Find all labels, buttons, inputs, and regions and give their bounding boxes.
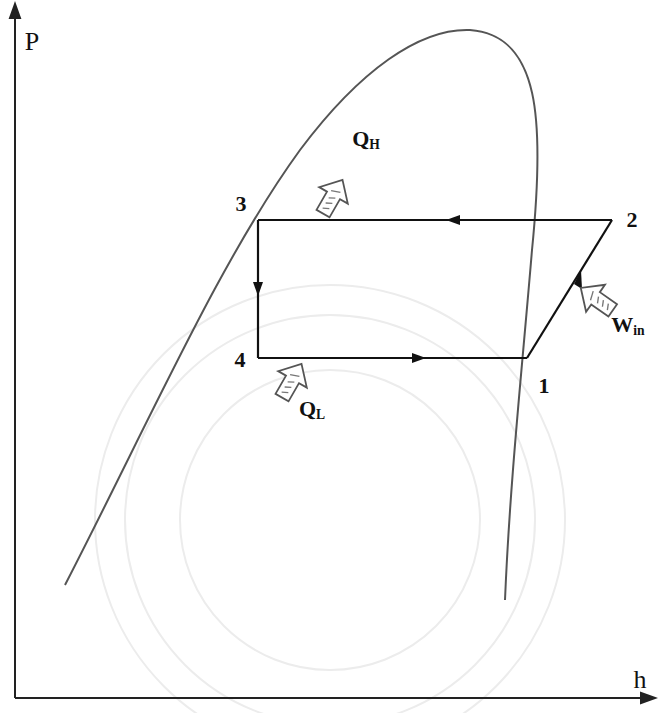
heat-label: QL xyxy=(299,398,325,422)
saturation-dome xyxy=(65,30,538,600)
flow-arrowhead xyxy=(412,353,426,363)
symbol: W xyxy=(611,312,633,337)
flow-arrowhead xyxy=(446,215,460,225)
condenser-line xyxy=(258,219,612,221)
axis-label: h xyxy=(634,667,647,693)
work-label: Win xyxy=(611,314,644,338)
enthalpy-axis xyxy=(15,697,644,699)
heat-out-arrow xyxy=(309,172,357,222)
arrow-hatching xyxy=(321,188,340,212)
state-number: 2 xyxy=(627,209,638,231)
pressure-axis xyxy=(14,14,16,698)
symbol: Q xyxy=(352,126,369,151)
state-number: 3 xyxy=(236,193,247,215)
watermark-ring xyxy=(125,315,535,713)
state-number: 1 xyxy=(539,375,550,397)
hollow-arrow xyxy=(309,172,357,222)
axis-arrowhead xyxy=(10,4,20,18)
axis-label: P xyxy=(25,29,39,55)
state-number: 4 xyxy=(235,349,246,371)
subscript: in xyxy=(633,323,644,338)
cycle xyxy=(258,220,612,358)
watermark-ring xyxy=(180,370,480,670)
arrow-hatching xyxy=(588,291,612,311)
evaporator-line xyxy=(258,357,527,359)
axes xyxy=(10,4,655,703)
watermark xyxy=(95,285,565,713)
axis-arrowhead xyxy=(641,693,655,703)
arrow-hatching xyxy=(280,372,299,396)
watermark-ring xyxy=(95,285,565,713)
flow-arrowheads xyxy=(253,215,582,363)
flow-arrowhead xyxy=(574,270,582,289)
subscript: H xyxy=(369,137,380,152)
flow-arrowhead xyxy=(253,282,263,296)
symbol: Q xyxy=(299,396,316,421)
heat-label: QH xyxy=(352,128,380,152)
subscript: L xyxy=(316,407,325,422)
